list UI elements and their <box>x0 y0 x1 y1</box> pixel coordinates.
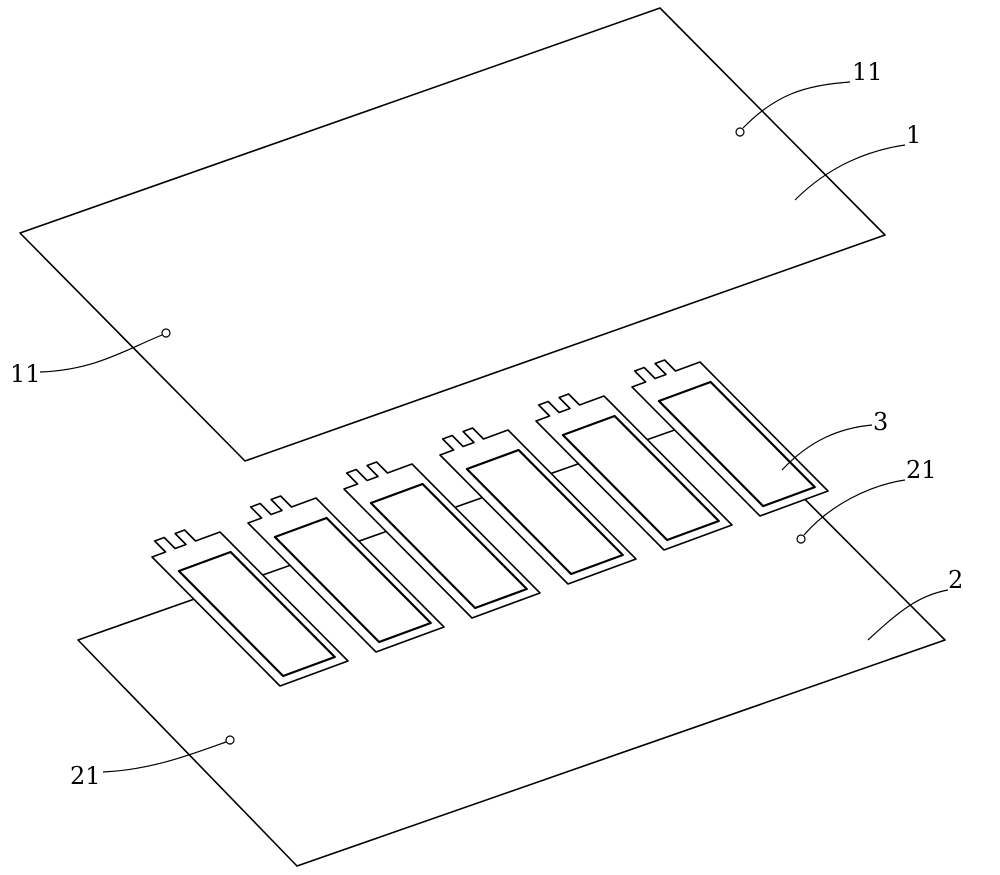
label-3: 3 <box>873 408 888 436</box>
label-2: 2 <box>948 566 963 594</box>
label-11-top-right: 11 <box>852 58 883 86</box>
label-21-left: 21 <box>70 762 101 790</box>
top-plate <box>20 8 885 461</box>
label-1: 1 <box>906 121 921 149</box>
label-11-left: 11 <box>10 360 41 388</box>
label-21-right: 21 <box>906 456 937 484</box>
